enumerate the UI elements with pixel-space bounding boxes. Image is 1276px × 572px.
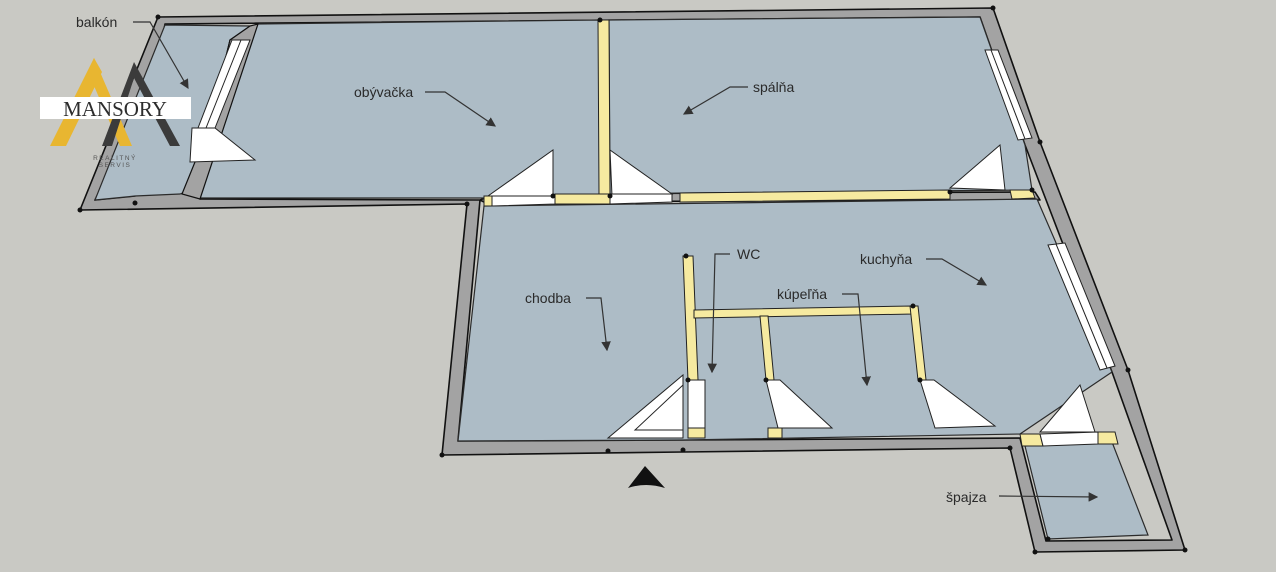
arrow-spalna	[682, 86, 748, 115]
door-hall-left	[491, 195, 556, 207]
arrow-wc	[707, 253, 730, 374]
logo-brand: MANSORY	[63, 97, 167, 121]
logo-dark-m	[102, 62, 180, 146]
label-obyvacka: obývačka	[354, 84, 413, 100]
brand-logo: MANSORY REALITNÝ SERVIS	[40, 58, 191, 169]
arrow-chodba	[586, 297, 611, 352]
partition-obyvacka-spalna	[597, 19, 611, 195]
partition-spajza-1	[1019, 433, 1044, 447]
logo-tagline-1: REALITNÝ	[93, 153, 137, 162]
label-kupelna: kúpeľňa	[777, 286, 827, 302]
arrow-kupelna	[842, 293, 871, 387]
logo-tagline-2: SERVIS	[99, 162, 132, 169]
door-kupelna-1	[765, 379, 834, 429]
partition-bottom-bath	[767, 427, 783, 439]
label-wc: WC	[737, 246, 760, 262]
door-spalna-2	[948, 144, 1006, 191]
door-hall-mid	[609, 193, 673, 205]
room-spalna	[608, 16, 1033, 195]
door-kupelna-2	[919, 379, 997, 429]
arrow-balkon	[133, 21, 189, 90]
partition-bottom-wc	[687, 427, 706, 439]
door-balkon	[189, 127, 257, 163]
arrow-spajza	[998, 492, 1099, 502]
door-wc-swing	[633, 383, 684, 431]
partition-hall-left	[483, 195, 493, 207]
partition-bedroom-hall-3	[1009, 189, 1036, 200]
entrance-marker	[628, 466, 665, 488]
partition-bedroom-hall-2	[679, 189, 951, 203]
logo-banner	[40, 97, 191, 119]
door-wc	[687, 379, 706, 429]
label-spajza: špajza	[946, 489, 987, 505]
room-spajza	[1024, 441, 1149, 540]
label-balkon: balkón	[76, 14, 117, 30]
label-chodba: chodba	[525, 290, 571, 306]
arrow-kuchyna	[926, 258, 988, 286]
arrow-obyvacka	[425, 91, 496, 127]
door-spajza	[1039, 431, 1099, 447]
label-kuchyna: kuchyňa	[860, 251, 912, 267]
label-spalna: spálňa	[753, 79, 794, 95]
vertex-nodes	[77, 5, 1188, 555]
partition-bedroom-hall	[554, 193, 611, 205]
door-kuchyna	[1038, 383, 1096, 433]
